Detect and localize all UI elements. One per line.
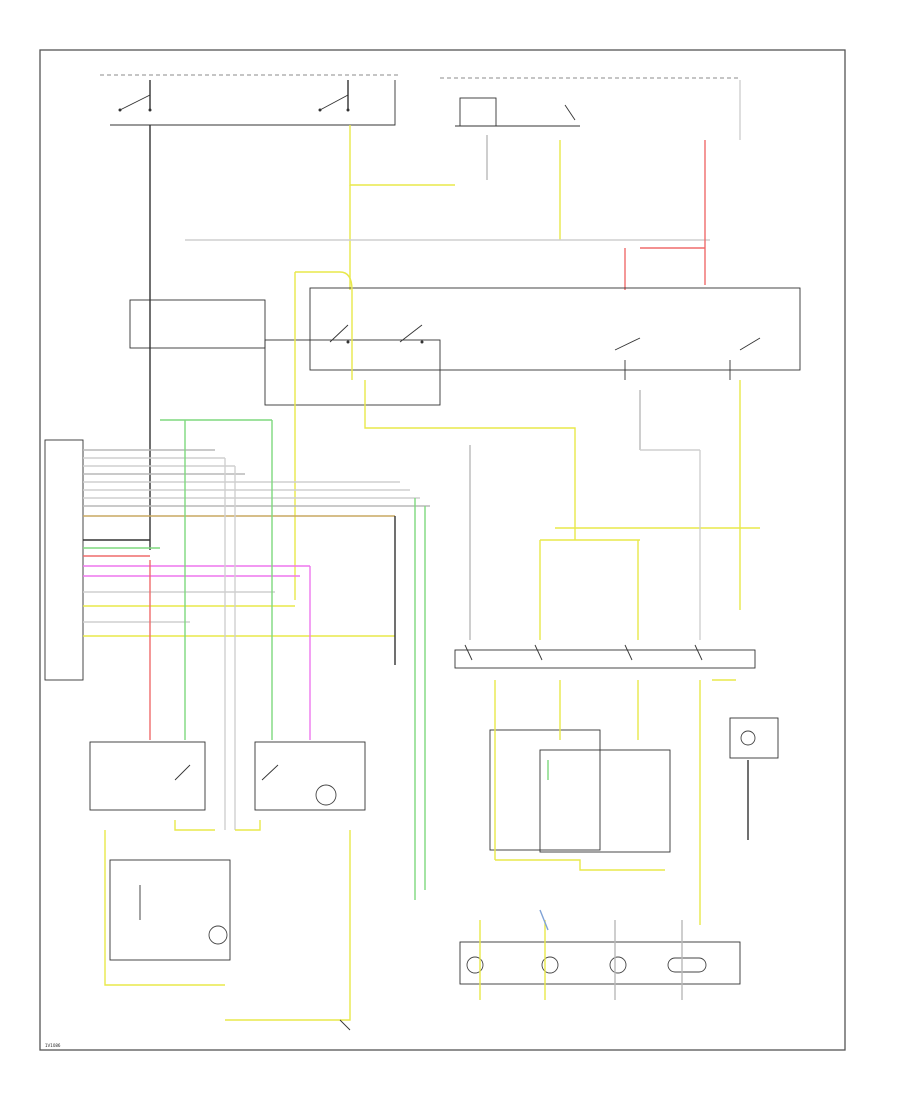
right-relay-switch [261, 764, 279, 781]
instrument-lamp-box [729, 717, 779, 759]
yellow-switch-feed [295, 271, 353, 380]
fuse-block-lower [454, 649, 756, 669]
footer-code: 1V1086 [45, 1043, 61, 1048]
harness-wires [83, 449, 430, 637]
fuse-block-top [455, 97, 580, 127]
ignition-switch-left [118, 80, 152, 112]
instrument-lamp [740, 730, 756, 746]
blue-lamp-wire [539, 909, 549, 931]
headlight-dimmer-switch [329, 324, 424, 344]
ground-symbol-center-lower [339, 1019, 351, 1031]
tail-lamp-relay-left [489, 729, 601, 851]
light-switch-box [309, 287, 801, 371]
yellow-ground-right [225, 830, 351, 1021]
lower-right-verticals [494, 680, 701, 925]
yellow-feed-top [349, 125, 455, 186]
connector-block-left [44, 439, 84, 681]
left-relay-box [89, 741, 206, 811]
ignition-switch-right [310, 80, 396, 126]
left-license-lamp-housing [109, 859, 231, 961]
yellow-return-left [174, 820, 215, 831]
left-relay-switch [174, 764, 191, 781]
headlight-switch-contacts [614, 337, 761, 380]
right-relay-box [254, 741, 366, 811]
relay-indicator-lamp [315, 784, 337, 806]
yellow-output-to-right [364, 380, 576, 540]
light-switch-left-box [129, 299, 266, 349]
yellow-ground-left [104, 830, 225, 986]
diagram-frame [39, 49, 846, 1051]
yellow-return-right [235, 820, 261, 831]
yellow-junction-lower [495, 859, 665, 871]
fuses-lower [464, 644, 703, 661]
tail-lamp-relay-center [539, 749, 671, 853]
rear-lamp-assemblies [459, 920, 741, 1000]
